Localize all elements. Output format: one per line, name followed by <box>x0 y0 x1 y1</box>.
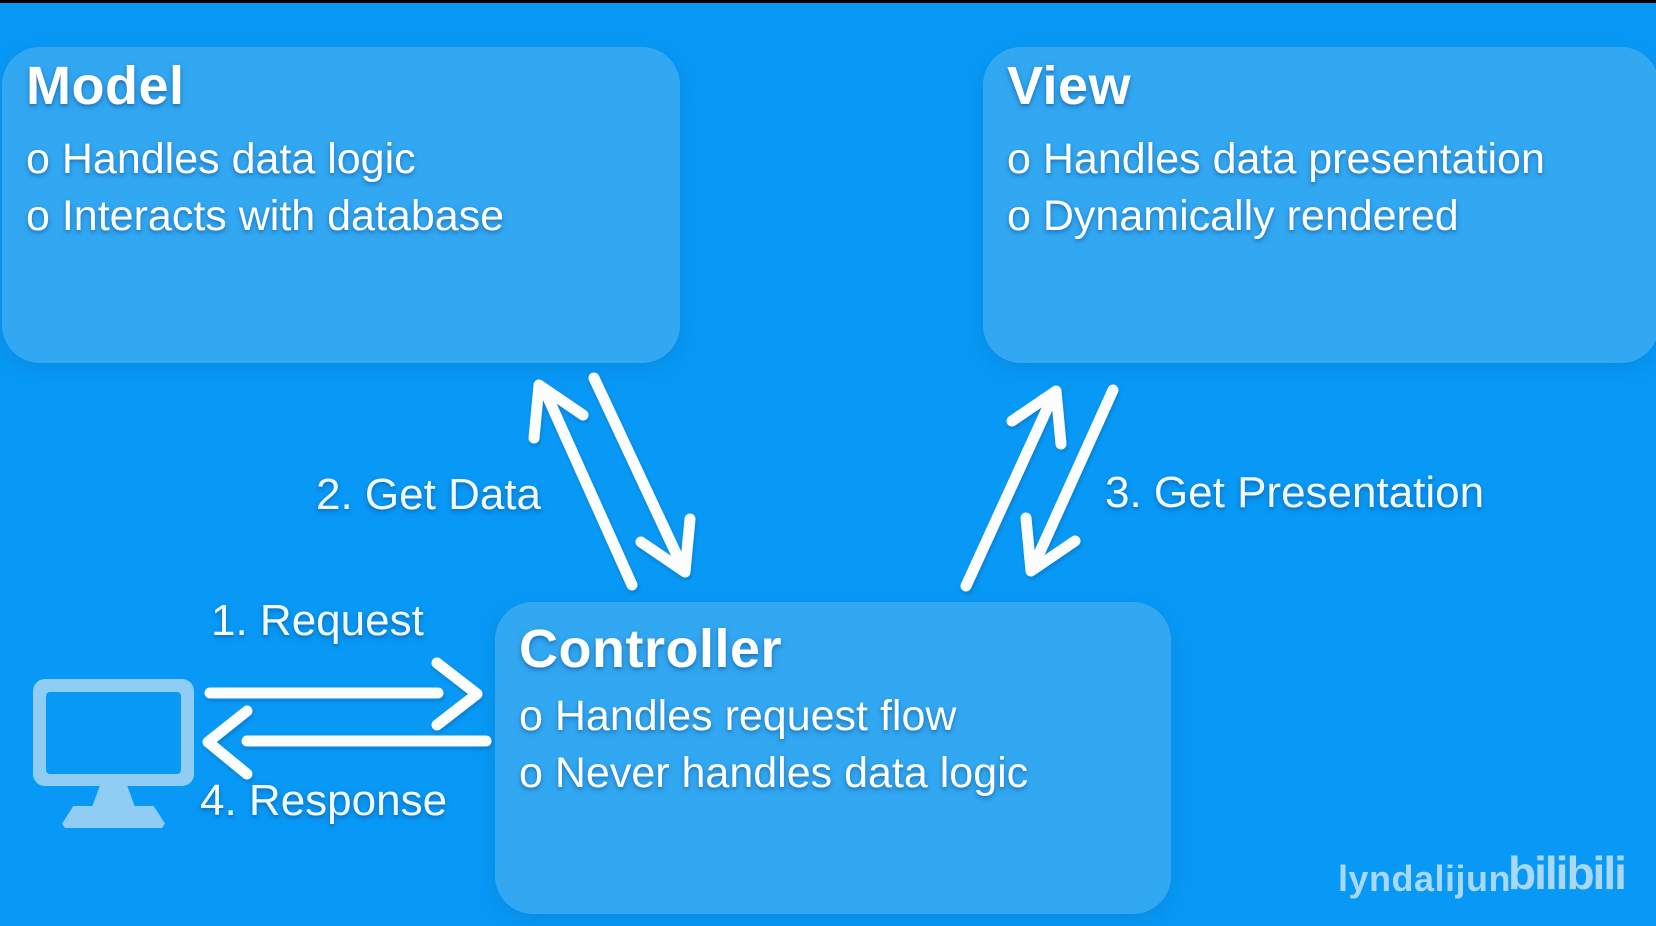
controller-bullet-1: o Handles request flow <box>519 692 957 740</box>
monitor-stand-base <box>62 806 165 828</box>
view-bullet-2: o Dynamically rendered <box>1007 192 1459 240</box>
controller-bullet-2: o Never handles data logic <box>519 749 1029 797</box>
view-panel-title: View <box>1007 56 1132 116</box>
response-arrow <box>202 705 492 780</box>
view-bullet-1: o Handles data presentation <box>1007 135 1545 183</box>
view-panel-bullets: o Handles data presentation o Dynamicall… <box>1007 131 1545 245</box>
get-presentation-label: 3. Get Presentation <box>1105 468 1485 517</box>
model-panel-bullets: o Handles data logic o Interacts with da… <box>26 131 504 245</box>
letterbox-top <box>0 0 1656 3</box>
model-panel-title: Model <box>26 56 185 116</box>
request-arrow <box>204 657 483 731</box>
monitor-screen <box>46 692 181 774</box>
controller-panel-bullets: o Handles request flow o Never handles d… <box>519 688 1028 802</box>
request-label: 1. Request <box>211 596 424 645</box>
model-controller-up-arrow <box>528 379 638 591</box>
model-controller-down-arrow <box>588 372 696 578</box>
view-controller-down-arrow <box>1020 384 1119 577</box>
response-label: 4. Response <box>200 776 448 825</box>
get-data-label: 2. Get Data <box>316 470 542 519</box>
model-bullet-2: o Interacts with database <box>26 192 505 240</box>
view-panel: View o Handles data presentation o Dynam… <box>983 47 1656 363</box>
model-bullet-1: o Handles data logic <box>26 135 416 183</box>
monitor-stand-neck <box>92 786 135 807</box>
bilibili-logo: bilibili <box>1508 847 1627 899</box>
view-controller-up-arrow <box>960 385 1067 592</box>
model-panel: Model o Handles data logic o Interacts w… <box>2 47 680 363</box>
controller-panel-title: Controller <box>519 619 783 679</box>
watermark-username: lyndalijun <box>1338 858 1512 899</box>
controller-panel: Controller o Handles request flow o Neve… <box>495 602 1171 914</box>
